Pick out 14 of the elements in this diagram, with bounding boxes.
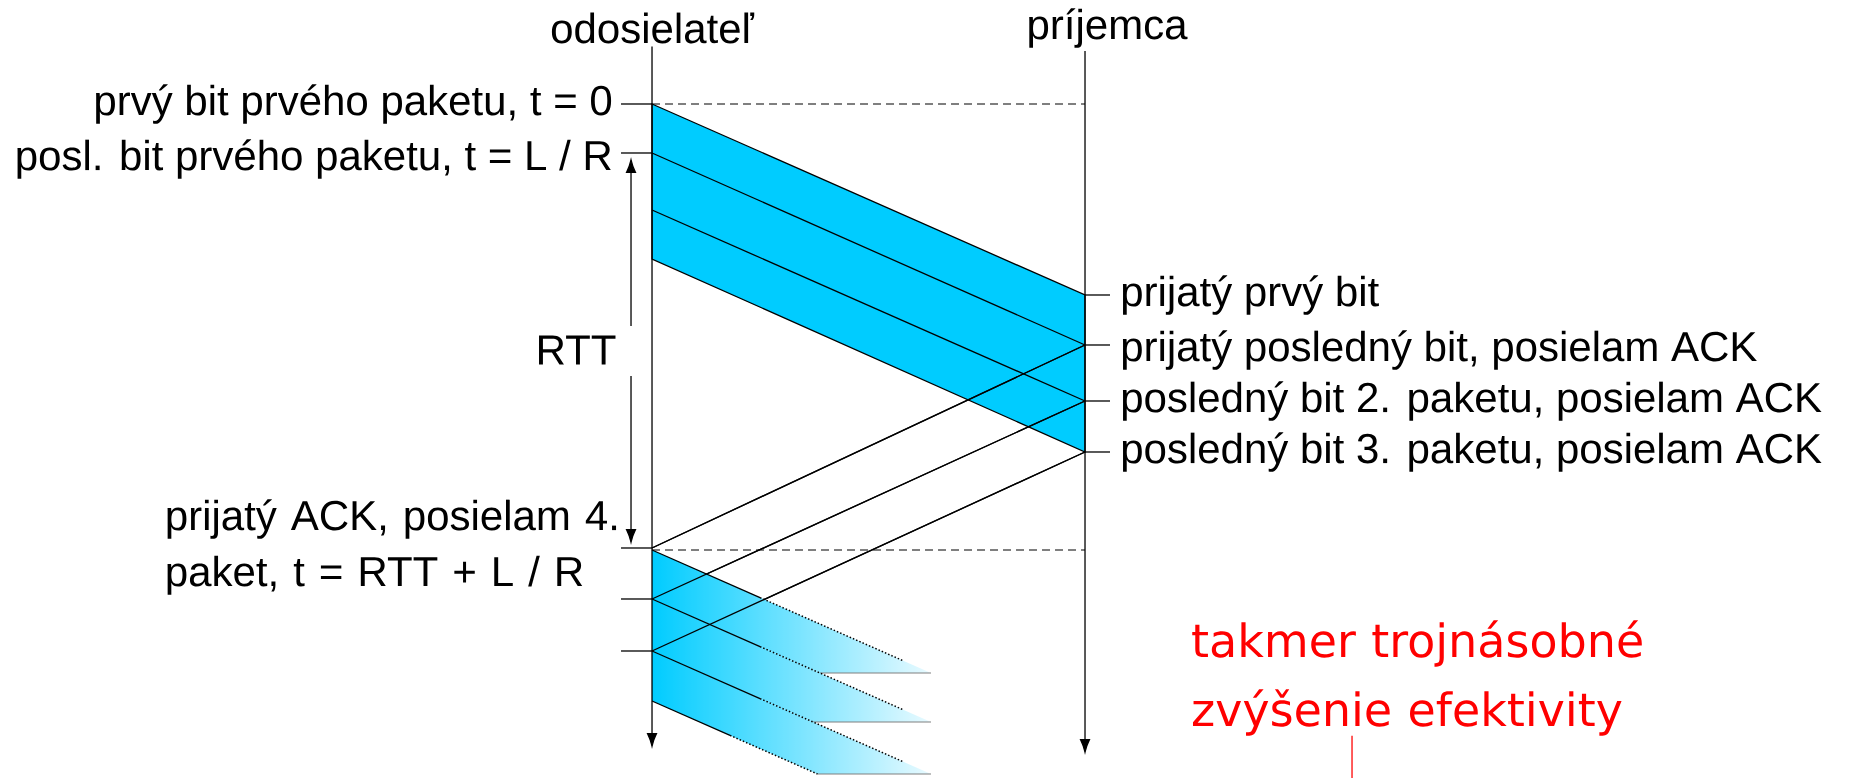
- event-label: prvý bit prvého paketu, t = 0: [96, 84, 612, 124]
- event-label: posledný bit 3. paketu, posielam ACK: [1122, 432, 1822, 472]
- event-label: posledný bit 2. paketu, posielam ACK: [1122, 381, 1822, 421]
- timeline-arrow: [1079, 50, 1091, 753]
- timeline-arrow: [646, 45, 658, 747]
- lifeline-label: odosielateľ: [551, 12, 755, 44]
- leader-line: [1351, 735, 1353, 778]
- event-label: prijatý prvý bit: [1122, 275, 1379, 315]
- event-label: prijatý posledný bit, posielam ACK: [1122, 330, 1757, 370]
- dimension-label: RTT: [539, 335, 616, 365]
- annotation-text: takmer trojnásobné zvýšenie efektivity: [1192, 620, 1642, 736]
- event-label: posl. bit prvého paketu, t = L / R: [17, 139, 611, 179]
- event-label: prijatý ACK, posielam 4. paket, t = RTT + L / R: [167, 499, 617, 595]
- lifeline-label: príjemca: [1029, 8, 1188, 48]
